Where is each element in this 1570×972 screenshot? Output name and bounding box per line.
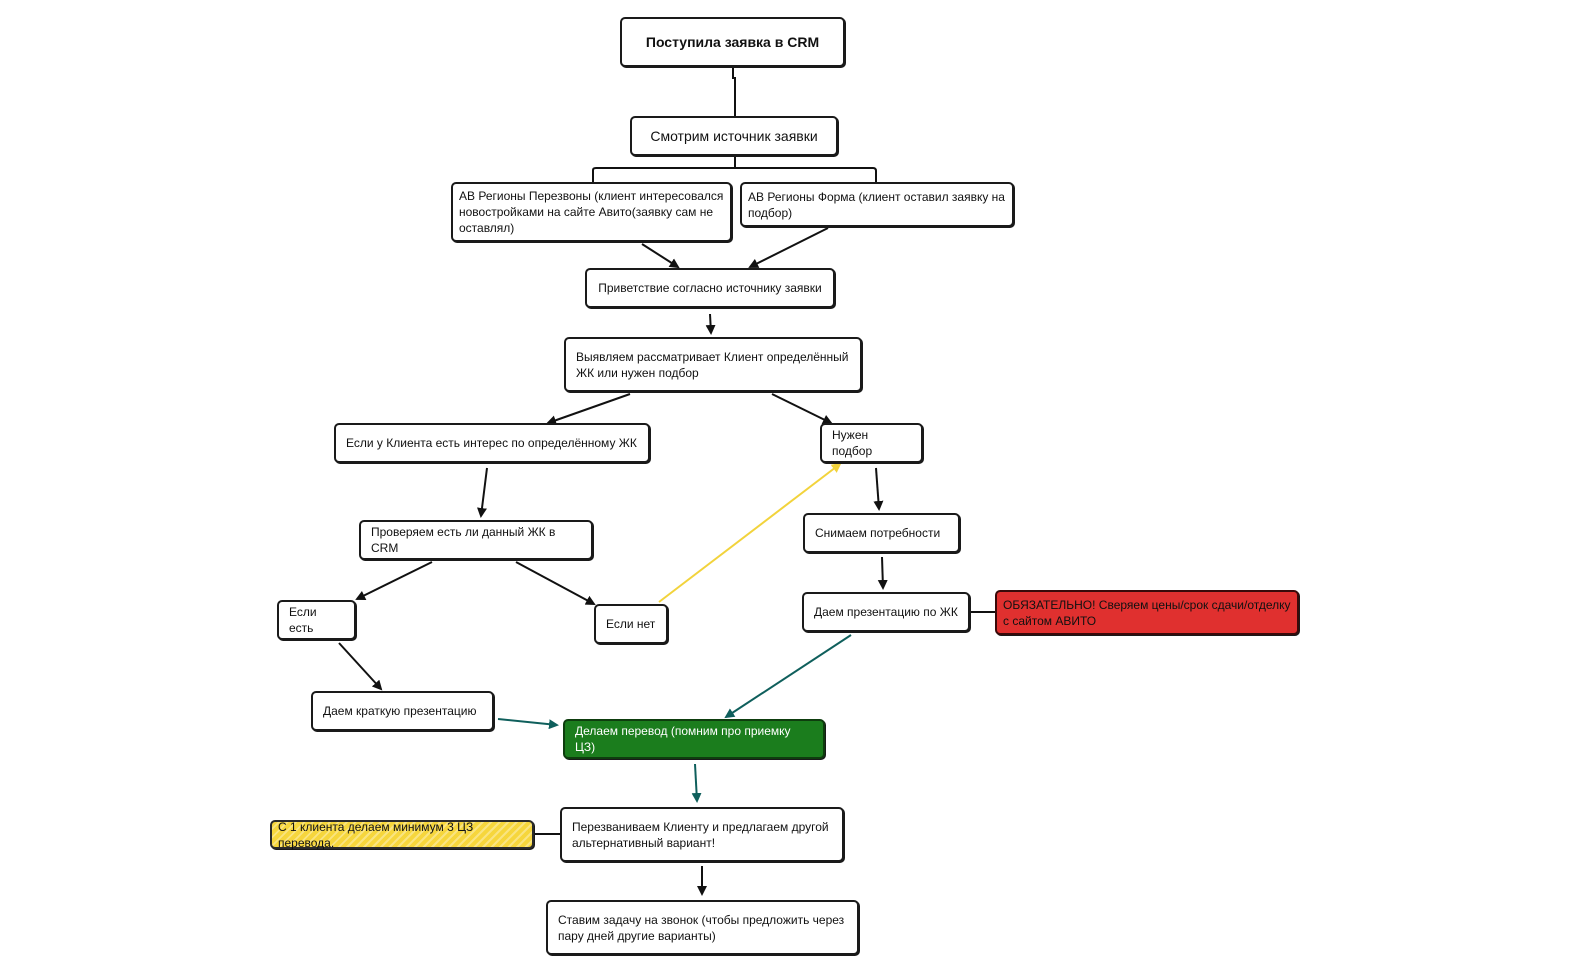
node-request-in-crm: Поступила заявка в CRM xyxy=(620,17,845,67)
node-short-presentation: Даем краткую презентацию xyxy=(311,691,494,731)
edge-n10-n13 xyxy=(877,556,888,590)
node-min-transfers-note: С 1 клиента делаем минимум 3 ЦЗ перевода… xyxy=(270,819,534,850)
node-greeting: Приветствие согласно источнику заявки xyxy=(585,268,835,308)
node-av-form-label: АВ Регионы Форма (клиент оставил заявку … xyxy=(748,189,1005,220)
node-collect-needs: Снимаем потребности xyxy=(803,513,960,553)
node-mandatory-check: ОБЯЗАТЕЛЬНО! Сверяем цены/срок сдачи/отд… xyxy=(995,590,1299,635)
node-check-source: Смотрим источник заявки xyxy=(630,116,838,156)
node-transfer: Делаем перевод (помним про приемку ЦЗ) xyxy=(563,719,825,759)
node-av-form: АВ Регионы Форма (клиент оставил заявку … xyxy=(740,182,1014,227)
node-need-selection: Нужен подбор xyxy=(820,423,923,463)
node-if-exists: Если есть xyxy=(277,600,356,640)
edge-n9-n11 xyxy=(355,561,433,600)
node-specific-complex: Если у Клиента есть интерес по определён… xyxy=(334,423,650,463)
edge-n9-n12 xyxy=(515,561,596,605)
node-schedule-call-task: Ставим задачу на звонок (чтобы предложит… xyxy=(546,900,859,955)
edge-n3-n5 xyxy=(641,243,680,269)
edge-n5-n6 xyxy=(705,313,716,335)
edge-n16-n18 xyxy=(691,763,702,803)
node-collect-needs-label: Снимаем потребности xyxy=(815,526,941,540)
node-identify-interest: Выявляем рассматривает Клиент определённ… xyxy=(564,337,862,392)
node-min-transfers-note-label: С 1 клиента делаем минимум 3 ЦЗ перевода… xyxy=(278,819,474,850)
node-call-back-alternative-label: Перезваниваем Клиенту и предлагаем друго… xyxy=(572,819,829,850)
node-check-source-label: Смотрим источник заявки xyxy=(650,128,818,144)
node-av-callbacks-label: АВ Регионы Перезвоны (клиент интересовал… xyxy=(459,189,724,235)
node-mandatory-check-label: ОБЯЗАТЕЛЬНО! Сверяем цены/срок сдачи/отд… xyxy=(1003,597,1291,628)
node-check-complex-crm: Проверяем есть ли данный ЖК в CRM xyxy=(359,520,593,560)
node-need-selection-label: Нужен подбор xyxy=(832,428,873,458)
node-transfer-label: Делаем перевод (помним про приемку ЦЗ) xyxy=(575,724,791,754)
edge-n15-n16 xyxy=(497,718,559,730)
edge-n2-n3-n4-bracket xyxy=(592,167,877,182)
node-request-in-crm-label: Поступила заявка в CRM xyxy=(645,34,820,50)
edge-n6-n7 xyxy=(546,393,631,426)
edge-n11-n15 xyxy=(338,642,383,691)
node-schedule-call-task-label: Ставим задачу на звонок (чтобы предложит… xyxy=(558,912,845,943)
node-identify-interest-label: Выявляем рассматривает Клиент определённ… xyxy=(576,349,849,380)
node-if-exists-label: Если есть xyxy=(289,605,317,635)
node-short-presentation-label: Даем краткую презентацию xyxy=(323,704,477,718)
node-greeting-label: Приветствие согласно источнику заявки xyxy=(598,281,822,295)
node-call-back-alternative: Перезваниваем Клиенту и предлагаем друго… xyxy=(560,807,844,862)
edge-n13-n16 xyxy=(724,634,852,719)
edge-n4-n5 xyxy=(748,227,829,268)
node-specific-complex-label: Если у Клиента есть интерес по определён… xyxy=(346,436,637,450)
node-complex-presentation: Даем презентацию по ЖК xyxy=(802,592,970,632)
node-if-not-exists: Если нет xyxy=(594,604,668,644)
node-complex-presentation-label: Даем презентацию по ЖК xyxy=(814,605,958,619)
edge-n6-n8 xyxy=(771,393,833,424)
node-check-complex-crm-label: Проверяем есть ли данный ЖК в CRM xyxy=(371,525,556,555)
edge-n1-n2 xyxy=(732,67,736,116)
node-av-callbacks: АВ Регионы Перезвоны (клиент интересовал… xyxy=(451,182,732,242)
edge-n8-n10 xyxy=(873,467,884,511)
edge-n7-n9 xyxy=(477,467,488,518)
node-if-not-exists-label: Если нет xyxy=(606,617,656,631)
